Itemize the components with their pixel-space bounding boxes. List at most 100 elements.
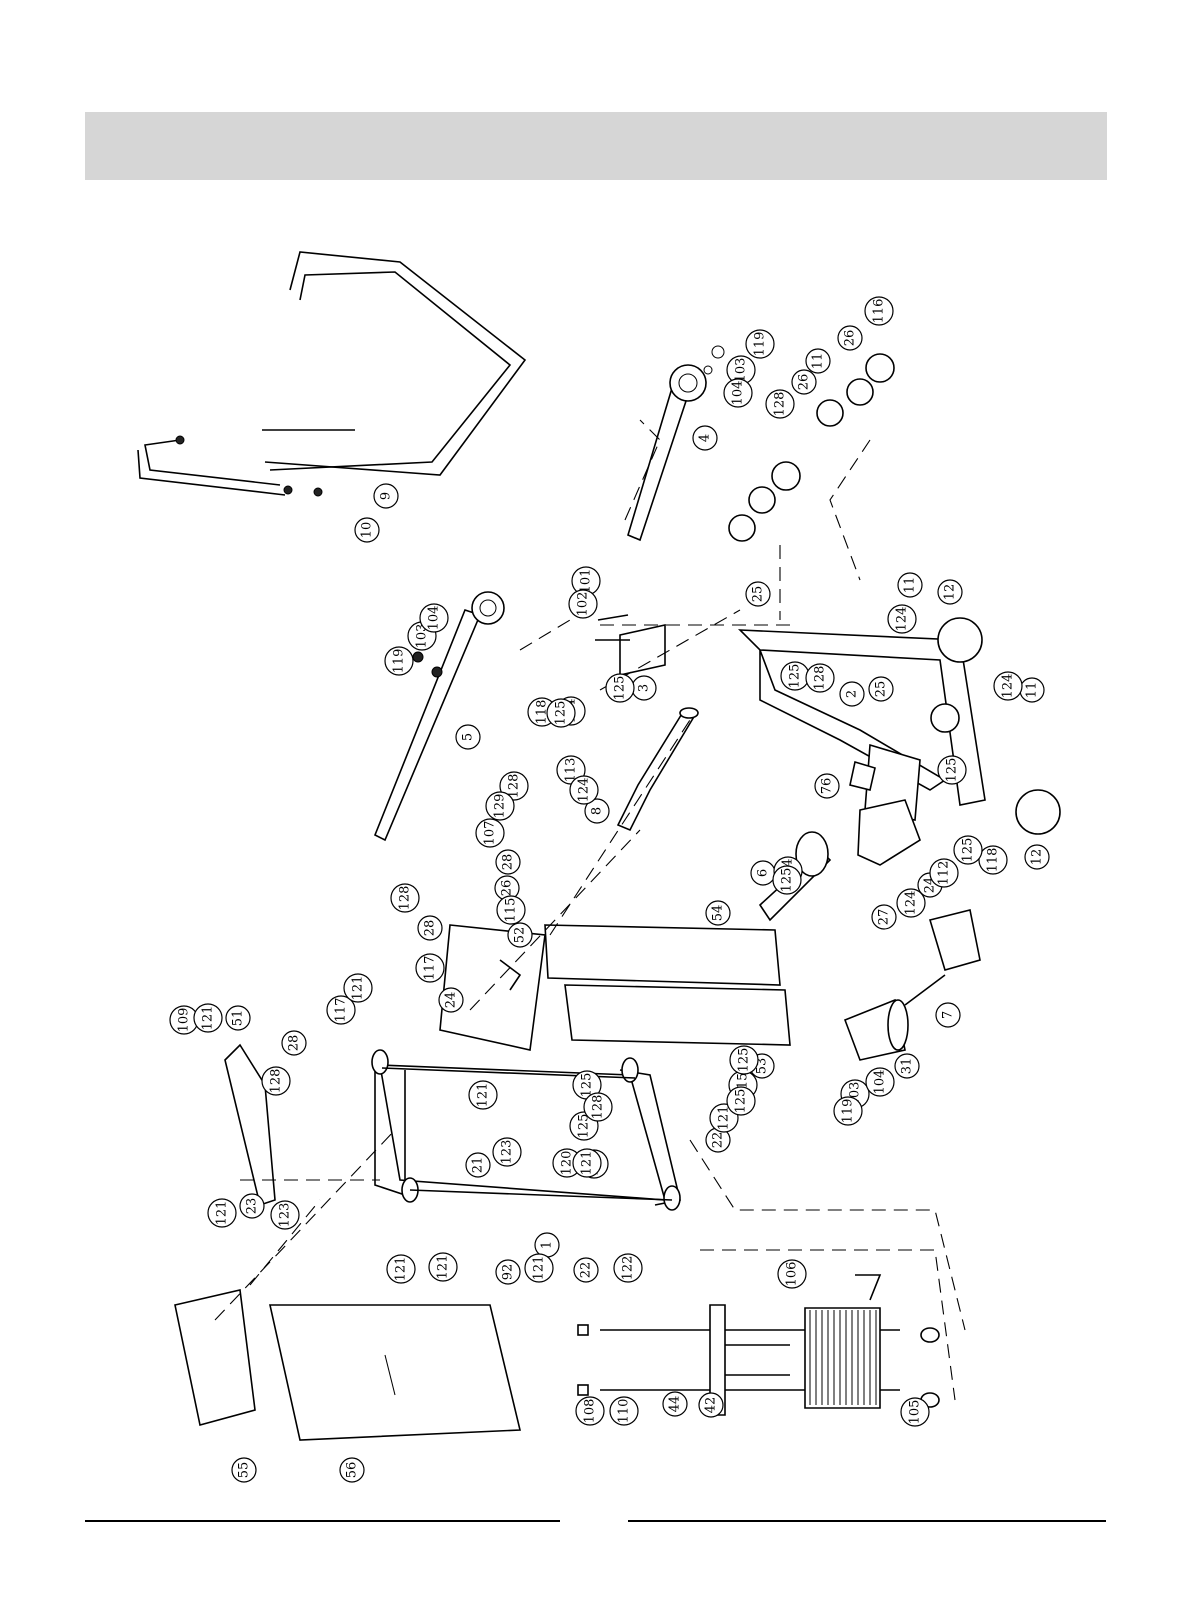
- callout-label: 121: [436, 1255, 451, 1280]
- callout-part-28: 28: [495, 849, 521, 875]
- callout-part-12: 12: [1024, 844, 1050, 870]
- callout-part-125: 125: [726, 1086, 756, 1116]
- callout-part-124: 124: [993, 671, 1023, 701]
- callout-circle: [978, 845, 1008, 875]
- pad-54: [544, 924, 781, 986]
- callout-label: 112: [937, 861, 952, 886]
- callout-circle: [384, 646, 414, 676]
- callout-circle: [887, 604, 917, 634]
- callout-label: 121: [717, 1106, 732, 1131]
- callout-part-119: 119: [384, 646, 414, 676]
- callout-label: 113: [564, 758, 579, 783]
- callout-circle: [326, 995, 356, 1025]
- callout-circle: [896, 888, 926, 918]
- callout-circle: [839, 681, 865, 707]
- callout-circle: [207, 1198, 237, 1228]
- callout-part-110: 110: [609, 1396, 639, 1426]
- callout-circle: [662, 1391, 688, 1417]
- callout-label: 121: [476, 1083, 491, 1108]
- callout-label: 119: [392, 649, 407, 674]
- callout-label: 11: [903, 577, 918, 594]
- callout-part-104: 104: [865, 1067, 895, 1097]
- callout-circle: [993, 671, 1023, 701]
- callout-circle: [225, 1005, 251, 1031]
- roller-31: [843, 909, 981, 1061]
- callout-part-28: 28: [417, 915, 443, 941]
- callout-circle: [583, 1092, 613, 1122]
- weight-stack: [577, 1274, 940, 1416]
- callout-circle: [705, 900, 731, 926]
- callout-circle: [465, 1152, 491, 1178]
- shroud-55: [174, 1289, 256, 1426]
- pad-53: [564, 984, 791, 1046]
- callout-circle: [568, 589, 598, 619]
- callout-label: 124: [577, 778, 592, 803]
- callout-label: 108: [583, 1399, 598, 1424]
- callout-part-117: 117: [415, 953, 445, 983]
- callout-part-11: 11: [1019, 677, 1045, 703]
- callout-part-4: 4: [692, 425, 718, 451]
- callout-part-26: 26: [791, 369, 817, 395]
- callout-circle: [231, 1457, 257, 1483]
- pivot-bracket-3: [595, 614, 666, 676]
- callout-circle: [584, 798, 610, 824]
- callout-label: 26: [797, 374, 812, 391]
- callout-part-56: 56: [339, 1457, 365, 1483]
- seat-76: [857, 799, 921, 866]
- callout-part-7: 7: [935, 1002, 961, 1028]
- callout-part-125: 125: [937, 755, 967, 785]
- callout-label: 9: [379, 492, 394, 500]
- callout-circle: [572, 1148, 602, 1178]
- callout-part-2: 2: [839, 681, 865, 707]
- callout-part-26: 26: [837, 325, 863, 351]
- callout-part-10: 10: [354, 517, 380, 543]
- callout-part-104: 104: [723, 378, 753, 408]
- callout-circle: [417, 915, 443, 941]
- callout-label: 104: [427, 606, 442, 631]
- callout-label: 128: [773, 392, 788, 417]
- callout-part-11: 11: [897, 572, 923, 598]
- callout-part-5: 5: [455, 724, 481, 750]
- callout-part-128: 128: [390, 883, 420, 913]
- callout-circle: [605, 673, 635, 703]
- callout-label: 6: [756, 869, 771, 877]
- arm-5: [373, 591, 505, 842]
- callout-group: 1234567891011111112122122222324242525262…: [169, 296, 1050, 1483]
- callout-circle: [546, 698, 576, 728]
- callout-label: 124: [895, 607, 910, 632]
- callout-label: 121: [215, 1201, 230, 1226]
- callout-part-128: 128: [261, 1066, 291, 1096]
- callout-circle: [613, 1253, 643, 1283]
- arm-4: [627, 345, 725, 542]
- callout-label: 22: [711, 1132, 726, 1149]
- callout-part-121: 121: [428, 1252, 458, 1282]
- callout-circle: [261, 1066, 291, 1096]
- callout-circle: [495, 849, 521, 875]
- callout-part-42: 42: [698, 1392, 724, 1418]
- callout-label: 125: [945, 758, 960, 783]
- callout-label: 26: [843, 330, 858, 347]
- callout-circle: [868, 676, 894, 702]
- callout-part-123: 123: [492, 1137, 522, 1167]
- callout-part-28: 28: [281, 1030, 307, 1056]
- callout-circle: [495, 1259, 521, 1285]
- callout-label: 12: [1030, 849, 1045, 866]
- callout-label: 55: [237, 1462, 252, 1479]
- callout-part-104: 104: [419, 603, 449, 633]
- callout-label: 4: [698, 434, 713, 442]
- callout-label: 123: [278, 1203, 293, 1228]
- callout-circle: [791, 369, 817, 395]
- callout-circle: [419, 603, 449, 633]
- callout-part-112: 112: [929, 858, 959, 888]
- callout-circle: [281, 1030, 307, 1056]
- callout-label: 128: [813, 666, 828, 691]
- callout-circle: [354, 517, 380, 543]
- callout-part-105: 105: [900, 1397, 930, 1427]
- callout-part-101: 101: [571, 566, 601, 596]
- callout-part-128: 128: [765, 389, 795, 419]
- callout-label: 119: [841, 1099, 856, 1124]
- callout-part-123: 123: [270, 1200, 300, 1230]
- callout-part-44: 44: [662, 1391, 688, 1417]
- callout-label: 121: [201, 1006, 216, 1031]
